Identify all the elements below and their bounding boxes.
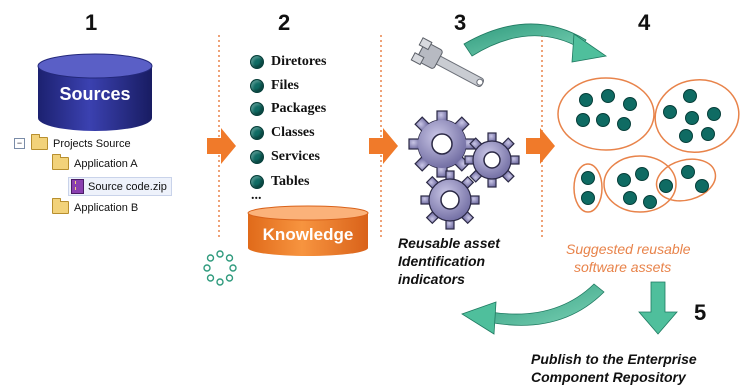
tree-item-label: Application A [74, 157, 138, 170]
list-item-packages: Packages [250, 101, 326, 117]
cluster-outline [603, 155, 677, 213]
curved-arrow-icon [461, 283, 605, 335]
reusable-asset-label: Reusable asset Identification indicators [398, 235, 500, 287]
gear-icon [420, 170, 480, 230]
bullet-icon [250, 126, 264, 140]
gear-icon [464, 132, 520, 188]
tree-root[interactable]: − Projects Source [14, 134, 131, 150]
cluster-outline [654, 79, 740, 153]
folder-icon [52, 198, 69, 214]
knowledge-label: Knowledge [262, 225, 354, 244]
folder-icon [31, 134, 48, 150]
arrow-right-icon [369, 128, 398, 164]
knowledge-database-icon [247, 205, 369, 256]
zip-file-icon [71, 179, 84, 194]
list-item-files: Files [250, 78, 299, 94]
publish-label: Publish to the Enterprise Component Repo… [531, 351, 697, 385]
collapse-icon[interactable]: − [14, 138, 25, 149]
folder-icon [52, 154, 69, 170]
step-number-3: 3 [454, 10, 467, 35]
step-number-1: 1 [85, 10, 98, 35]
bullet-icon [250, 102, 264, 116]
spinner-icon [203, 250, 237, 286]
bullet-icon [250, 55, 264, 69]
cluster-outline [655, 158, 717, 202]
arrow-right-icon [207, 128, 236, 164]
wrench-icon [410, 37, 485, 87]
tree-item-label: Source code.zip [88, 180, 167, 193]
tree-item-application-a[interactable]: Application A [52, 154, 138, 170]
arrow-right-icon [526, 128, 555, 164]
gear-icon [408, 110, 476, 178]
list-item-classes: Classes [250, 125, 315, 141]
suggested-assets-label: Suggested reusable software assets [566, 241, 691, 275]
gears-icon [408, 110, 520, 230]
arrow-down-icon [638, 281, 678, 335]
step-number-4: 4 [638, 10, 651, 35]
list-item-diretores: Diretores [250, 54, 326, 70]
sources-label: Sources [59, 84, 131, 104]
step-number-5: 5 [694, 300, 707, 325]
tree-item-label: Application B [74, 201, 139, 214]
cluster-outline [573, 163, 603, 213]
cluster-outline [557, 77, 655, 151]
bullet-icon [250, 175, 264, 189]
list-ellipsis: ... [251, 188, 262, 203]
sources-database-icon [37, 53, 153, 131]
bullet-icon [250, 79, 264, 93]
bullet-icon [250, 150, 264, 164]
step-number-2: 2 [278, 10, 291, 35]
tree-item-application-b[interactable]: Application B [52, 198, 139, 214]
list-item-services: Services [250, 149, 320, 165]
list-item-tables: Tables [250, 174, 309, 190]
curved-arrow-icon [463, 23, 608, 63]
tree-root-label: Projects Source [53, 137, 131, 150]
tree-item-source-zip[interactable]: Source code.zip [68, 177, 172, 196]
